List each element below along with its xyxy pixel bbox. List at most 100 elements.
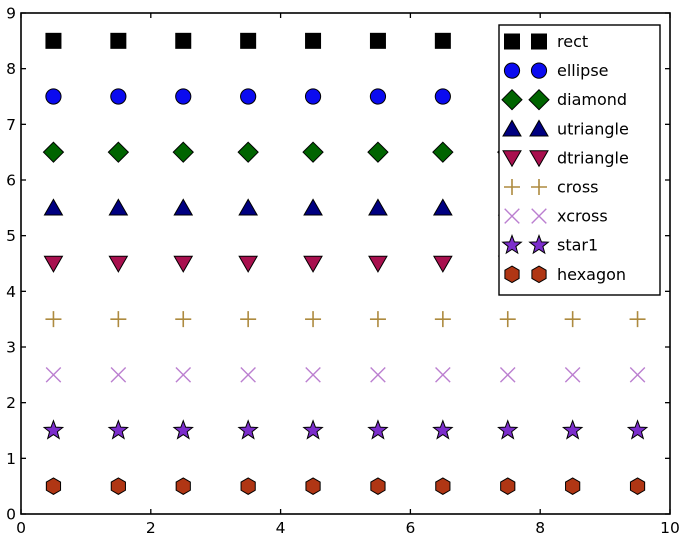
y-tick-label: 6	[6, 172, 16, 190]
legend-label-ellipse: ellipse	[557, 61, 609, 80]
legend-label-diamond: diamond	[557, 90, 627, 109]
marker-utriangle	[303, 198, 323, 216]
marker-xcross	[240, 367, 256, 383]
marker-star1	[107, 419, 130, 440]
marker-star1	[367, 419, 389, 440]
marker-xcross	[499, 367, 516, 383]
legend-label-rect: rect	[557, 32, 588, 51]
y-tick-label: 4	[6, 283, 16, 301]
marker-cross	[499, 311, 516, 328]
marker-ellipse	[240, 88, 257, 105]
marker-utriangle	[108, 198, 129, 216]
marker-hexagon	[435, 477, 451, 495]
legend-marker-dtriangle	[529, 150, 549, 168]
y-tick-label: 8	[6, 60, 16, 78]
y-tick-label: 0	[6, 506, 16, 524]
marker-cross	[369, 311, 386, 328]
marker-hexagon	[370, 477, 386, 495]
marker-rect	[45, 32, 62, 49]
marker-hexagon	[565, 477, 581, 495]
y-tick-label: 7	[6, 116, 16, 134]
marker-star1	[561, 419, 584, 440]
marker-ellipse	[45, 88, 62, 105]
marker-xcross	[564, 367, 581, 383]
marker-utriangle	[368, 198, 388, 216]
marker-utriangle	[432, 198, 453, 216]
y-tick-label: 2	[6, 394, 16, 412]
marker-dtriangle	[303, 255, 323, 273]
x-tick-label: 8	[535, 519, 545, 537]
marker-rect	[434, 32, 451, 49]
marker-xcross	[435, 367, 451, 383]
marker-dtriangle	[368, 255, 388, 273]
marker-xcross	[175, 367, 192, 383]
legend-marker-rect	[504, 33, 520, 50]
legend-marker-cross	[531, 179, 547, 195]
marker-diamond	[432, 141, 454, 163]
marker-star1	[497, 419, 519, 440]
legend-label-xcross: xcross	[557, 207, 608, 226]
marker-star1	[432, 419, 454, 440]
marker-rect	[240, 32, 257, 49]
marker-star1	[237, 419, 259, 440]
legend-label-star1: star1	[557, 236, 598, 255]
legend-marker-cross	[504, 179, 520, 195]
marker-ellipse	[110, 88, 127, 105]
legend-marker-star1	[528, 233, 550, 255]
marker-diamond	[237, 141, 259, 163]
marker-cross	[629, 311, 646, 328]
marker-hexagon	[240, 477, 256, 495]
marker-hexagon	[305, 477, 321, 495]
marker-dtriangle	[432, 255, 453, 273]
marker-ellipse	[369, 88, 387, 105]
legend-marker-rect	[531, 33, 547, 50]
marker-dtriangle	[108, 255, 129, 273]
x-tick-label: 4	[276, 519, 286, 537]
legend-label-cross: cross	[557, 178, 598, 197]
legend-marker-diamond	[501, 88, 523, 111]
legend-marker-utriangle	[529, 119, 549, 137]
x-tick-label: 0	[16, 519, 26, 537]
marker-hexagon	[500, 477, 516, 495]
y-tick-label: 9	[6, 5, 16, 23]
marker-rect	[110, 32, 127, 49]
x-tick-label: 10	[660, 519, 680, 537]
legend-box	[498, 24, 661, 296]
legend-label-utriangle: utriangle	[557, 119, 629, 138]
marker-xcross	[305, 367, 321, 383]
legend-marker-hexagon	[531, 265, 547, 284]
marker-dtriangle	[173, 255, 194, 273]
marker-hexagon	[629, 477, 646, 495]
marker-ellipse	[175, 88, 192, 105]
marker-cross	[240, 311, 257, 328]
marker-cross	[564, 311, 581, 328]
legend-label-dtriangle: dtriangle	[557, 148, 629, 167]
marker-rect	[175, 32, 192, 49]
marker-rect	[305, 32, 322, 49]
legend-marker-hexagon	[504, 265, 520, 284]
marker-dtriangle	[238, 255, 259, 273]
marker-star1	[626, 419, 649, 440]
legend-marker-diamond	[528, 88, 550, 111]
legend-marker-ellipse	[530, 62, 548, 79]
marker-star1	[42, 419, 65, 440]
plot-border	[20, 12, 671, 515]
marker-diamond	[42, 141, 65, 163]
marker-hexagon	[45, 477, 62, 495]
marker-diamond	[367, 141, 389, 163]
marker-cross	[175, 311, 192, 328]
marker-ellipse	[304, 88, 322, 105]
marker-xcross	[629, 367, 646, 383]
legend-marker-star1	[501, 233, 523, 255]
y-tick-label: 5	[6, 227, 16, 245]
legend-marker-xcross	[531, 208, 547, 224]
legend-marker-ellipse	[503, 62, 521, 79]
y-tick-label: 1	[6, 450, 16, 468]
marker-star1	[172, 419, 194, 440]
marker-xcross	[370, 367, 386, 383]
marker-dtriangle	[43, 255, 64, 273]
marker-rect	[369, 32, 386, 49]
legend-marker-dtriangle	[502, 150, 522, 168]
marker-utriangle	[238, 198, 259, 216]
